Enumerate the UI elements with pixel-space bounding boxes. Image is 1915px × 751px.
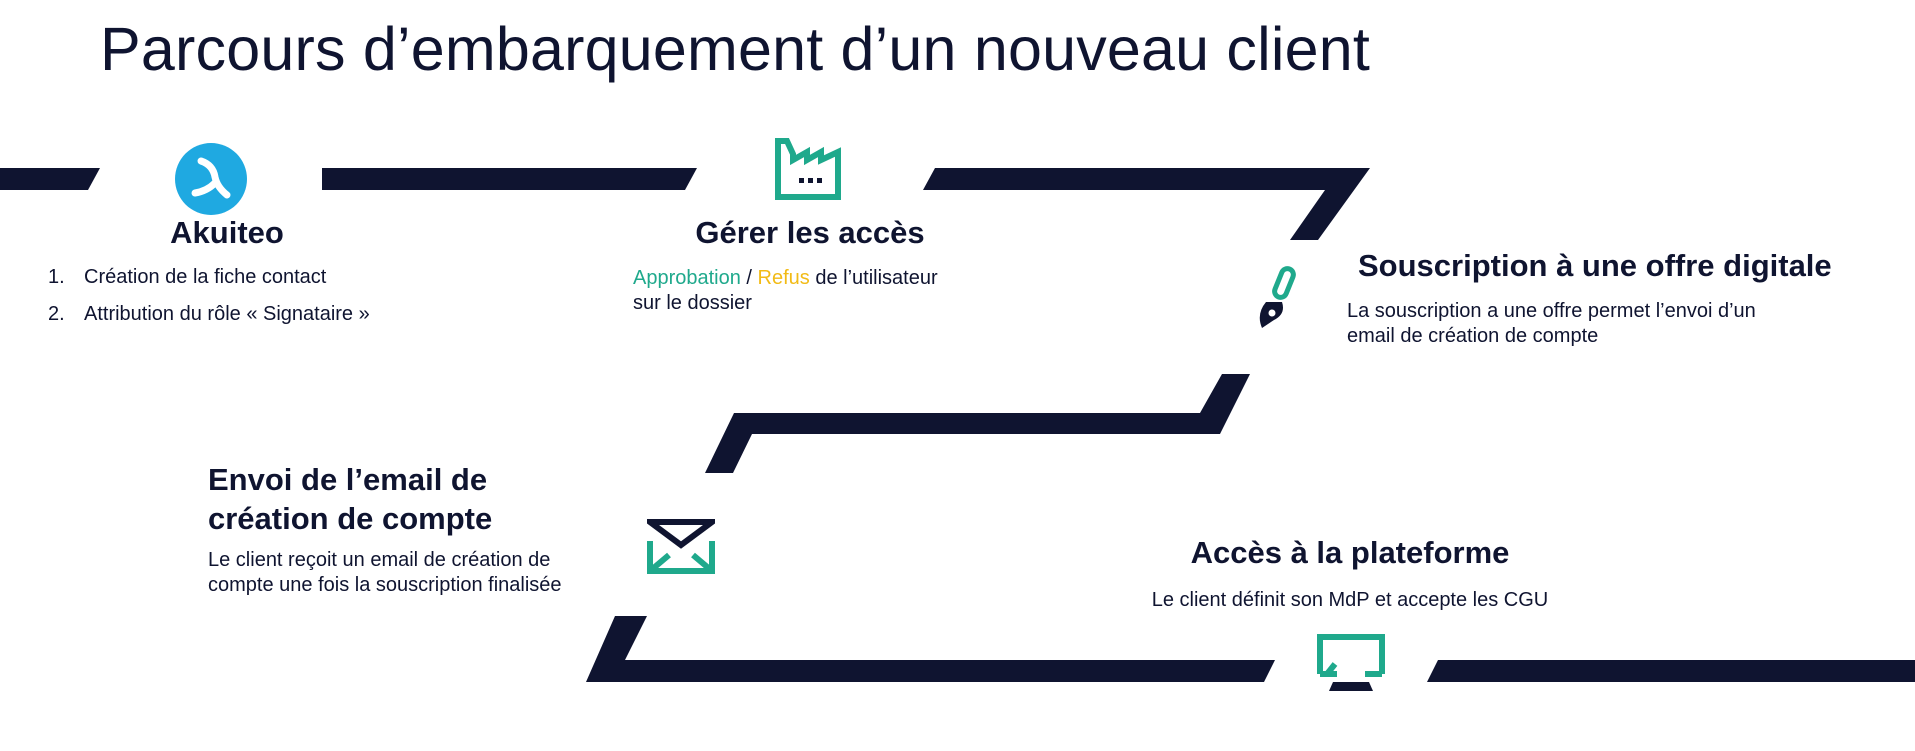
email-description: Le client reçoit un email de création de…: [208, 549, 562, 596]
track-segment-4: [705, 374, 1250, 473]
akuiteo-steps-list: 1. Création de la fiche contact 2. Attri…: [48, 259, 370, 333]
email-heading: Envoi de l’email de création de compte: [208, 462, 493, 536]
subscription-heading: Souscription à une offre digitale: [1358, 248, 1832, 283]
envelope-icon: [640, 519, 722, 574]
platform-heading: Accès à la plateforme: [1190, 535, 1510, 570]
access-heading: Gérer les accès: [695, 215, 925, 250]
pen-nib-icon: [1256, 264, 1302, 334]
track-segment-2: [322, 168, 697, 190]
refusal-label: Refus: [757, 267, 810, 289]
akuiteo-logo-icon: [175, 143, 247, 215]
approval-label: Approbation: [633, 267, 741, 289]
list-item: 1. Création de la fiche contact: [48, 266, 327, 288]
access-description: Approbation / Refus de l’utilisateur sur…: [633, 267, 938, 314]
page-title: Parcours d’embarquement d’un nouveau cli…: [100, 15, 1371, 83]
track-segment-1: [0, 168, 100, 190]
track-segment-3: [923, 168, 1370, 240]
akuiteo-heading: Akuiteo: [170, 215, 284, 250]
platform-description: Le client définit son MdP et accepte les…: [1151, 589, 1549, 611]
track-segment-5: [586, 616, 1275, 682]
monitor-icon: [1317, 634, 1385, 692]
subscription-description: La souscription a une offre permet l’env…: [1347, 300, 1756, 347]
factory-icon: [775, 138, 841, 200]
track-segment-6: [1427, 660, 1915, 682]
list-item: 2. Attribution du rôle « Signataire »: [48, 303, 370, 325]
